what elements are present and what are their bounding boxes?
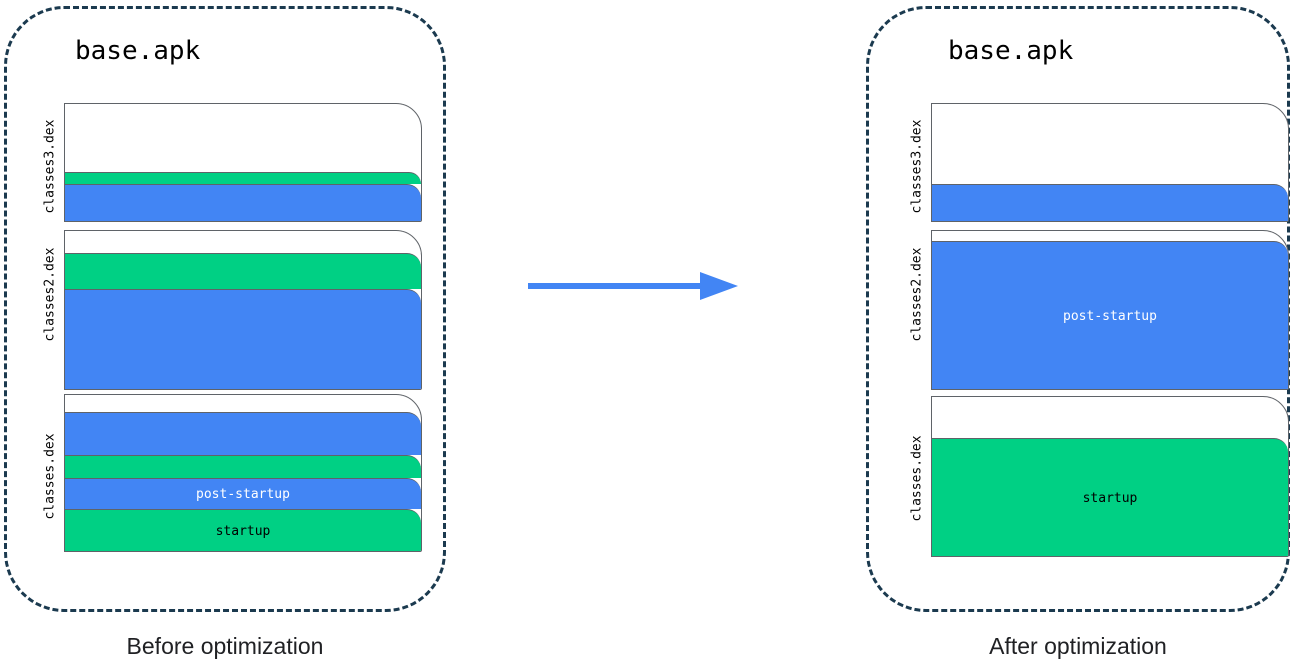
segment-unused xyxy=(932,104,1288,184)
segment-post-startup xyxy=(65,412,421,455)
dex-label-after-classes3: classes3.dex xyxy=(909,119,925,214)
segment-post-startup xyxy=(932,184,1288,221)
dex-group-before-classes3 xyxy=(64,103,422,222)
apk-title-after: base.apk xyxy=(948,36,1074,66)
dex-group-after-classes: startup xyxy=(931,396,1289,557)
segment-unused xyxy=(932,231,1288,241)
segment-unused xyxy=(65,395,421,412)
dex-label-after-classes2: classes2.dex xyxy=(909,247,925,342)
dex-label-after-classes: classes.dex xyxy=(909,435,925,522)
segment-unused xyxy=(932,397,1288,438)
dex-group-after-classes2: post-startup xyxy=(931,230,1289,390)
right-arrow-icon xyxy=(528,272,738,300)
segment-post-startup xyxy=(65,184,421,221)
segment-unused xyxy=(65,231,421,253)
segment-post-startup-labeled: post-startup xyxy=(932,241,1288,389)
dex-label-before-classes2: classes2.dex xyxy=(42,247,58,342)
segment-startup xyxy=(65,172,421,184)
dex-group-before-classes2 xyxy=(64,230,422,390)
segment-startup-labeled: startup xyxy=(932,438,1288,556)
apk-title-before: base.apk xyxy=(75,36,201,66)
segment-post-startup-labeled: post-startup xyxy=(65,478,421,509)
caption-after: After optimization xyxy=(989,633,1167,659)
segment-post-startup xyxy=(65,289,421,389)
dex-label-before-classes3: classes3.dex xyxy=(42,119,58,214)
dex-group-after-classes3 xyxy=(931,103,1289,222)
segment-startup-labeled: startup xyxy=(65,509,421,551)
segment-startup xyxy=(65,455,421,478)
caption-before: Before optimization xyxy=(126,633,324,659)
dex-label-before-classes: classes.dex xyxy=(42,433,58,520)
dex-group-before-classes: post-startup startup xyxy=(64,394,422,552)
apk-panel-before xyxy=(4,6,446,612)
transform-arrow xyxy=(520,268,745,304)
segment-startup xyxy=(65,253,421,289)
segment-unused xyxy=(65,104,421,172)
